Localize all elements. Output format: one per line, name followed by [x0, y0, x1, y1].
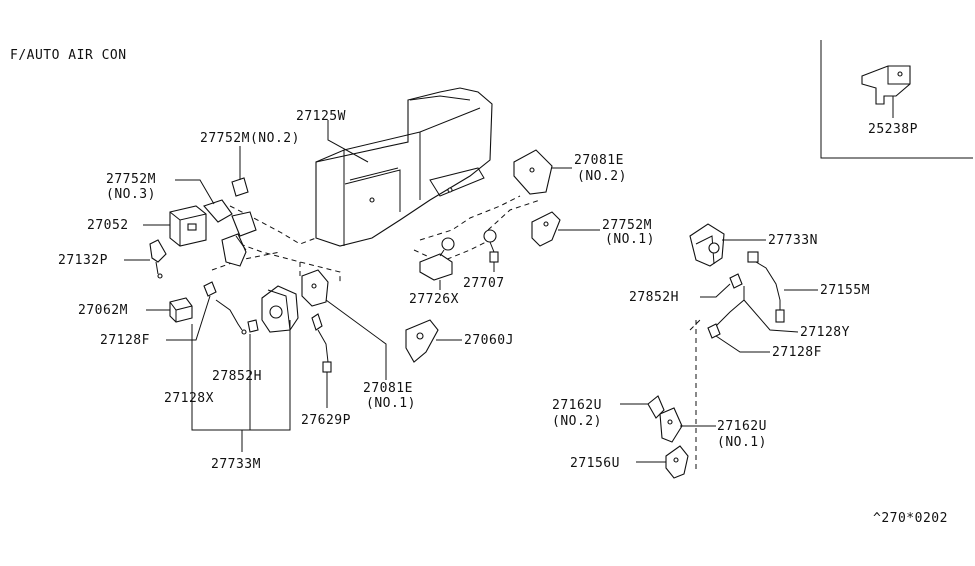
- label-27733M: 27733M: [211, 457, 261, 472]
- part-27128F-right: [707, 323, 721, 339]
- part-27128F-left: [203, 281, 217, 297]
- label-27726X: 27726X: [409, 292, 459, 307]
- leader-27852H-right: [700, 283, 731, 298]
- label-27081E-no1-a: 27081E: [363, 381, 413, 396]
- part-27128X-end: [241, 329, 247, 335]
- leader-27128F-right: [715, 335, 770, 353]
- part-27752M-no3: [203, 199, 257, 237]
- part-27132P: [149, 239, 167, 279]
- label-27752M-no1-b: (NO.1): [605, 232, 655, 247]
- label-27052: 27052: [87, 218, 129, 233]
- part-27156U: [665, 445, 689, 479]
- label-27125W: 27125W: [296, 109, 346, 124]
- label-27081E-no2-b: (NO.2): [577, 169, 627, 184]
- harness-dashed-3: [211, 251, 281, 271]
- part-27128Y-wire: [715, 286, 745, 327]
- part-27060J: [405, 319, 439, 363]
- leader-27128Y: [743, 299, 799, 333]
- part-27752M-no1: [531, 211, 561, 247]
- part-27081E-no1: [301, 269, 329, 307]
- leader-27752M-no3: [175, 179, 215, 205]
- label-27707: 27707: [463, 276, 505, 291]
- part-27629P: [311, 313, 332, 373]
- label-27752M-no3-b: (NO.3): [106, 187, 156, 202]
- label-27128F-left: 27128F: [100, 333, 150, 348]
- label-27155M: 27155M: [820, 283, 870, 298]
- inset-frame: [820, 40, 973, 159]
- label-27128X: 27128X: [164, 391, 214, 406]
- label-27733N: 27733N: [768, 233, 818, 248]
- part-27852H-right: [729, 273, 743, 289]
- label-27128Y: 27128Y: [800, 325, 850, 340]
- harness-dashed-1: [229, 205, 317, 245]
- label-27752M-no2: 27752M(NO.2): [200, 131, 300, 146]
- label-27852H-right: 27852H: [629, 290, 679, 305]
- label-27081E-no2-a: 27081E: [574, 153, 624, 168]
- label-27162U-no2-a: 27162U: [552, 398, 602, 413]
- part-27128X-wire: [215, 299, 243, 331]
- part-27125W-heater-unit: [315, 87, 493, 247]
- part-27162U-no1: [659, 407, 683, 443]
- part-27062M: [169, 297, 193, 323]
- label-27752M-no3-a: 27752M: [106, 172, 156, 187]
- part-27052-control-amp: [169, 205, 207, 247]
- label-27162U-no1-b: (NO.1): [717, 435, 767, 450]
- harness-dashed-2: [239, 243, 341, 282]
- harness-dashed-6: [413, 239, 491, 263]
- label-27081E-no1-b: (NO.1): [366, 396, 416, 411]
- harness-dashed-7: [487, 199, 541, 231]
- diagram-title: F/AUTO AIR CON: [10, 48, 127, 63]
- label-27060J: 27060J: [464, 333, 514, 348]
- part-27162U-no2: [647, 395, 665, 419]
- part-27707: [483, 229, 499, 263]
- label-27162U-no1-a: 27162U: [717, 419, 767, 434]
- label-25238P: 25238P: [868, 122, 918, 137]
- part-27155M: [747, 251, 785, 323]
- label-27752M-no1-a: 27752M: [602, 218, 652, 233]
- label-27162U-no2-b: (NO.2): [552, 414, 602, 429]
- leader-27081E-no1: [325, 299, 387, 380]
- part-27081E-no2: [513, 149, 553, 195]
- part-27733N: [689, 223, 725, 267]
- label-27128F-right: 27128F: [772, 345, 822, 360]
- label-27132P: 27132P: [58, 253, 108, 268]
- label-27629P: 27629P: [301, 413, 351, 428]
- label-27156U: 27156U: [570, 456, 620, 471]
- part-center-bracket: [221, 233, 247, 267]
- label-27062M: 27062M: [78, 303, 128, 318]
- footer-code: ^270*0202: [873, 511, 948, 526]
- part-27726X: [419, 237, 455, 281]
- part-27752M-no2: [231, 177, 249, 197]
- part-27852H-left: [247, 319, 259, 333]
- part-27733M-actuator: [261, 285, 299, 333]
- harness-dashed-5: [419, 195, 521, 241]
- label-27852H-left: 27852H: [212, 369, 262, 384]
- part-25238P: [861, 65, 911, 118]
- leader-27125W: [327, 120, 369, 163]
- harness-dashed-9: [689, 319, 701, 331]
- bracket-27733M: [191, 320, 291, 431]
- leader-27128F-left: [166, 295, 211, 341]
